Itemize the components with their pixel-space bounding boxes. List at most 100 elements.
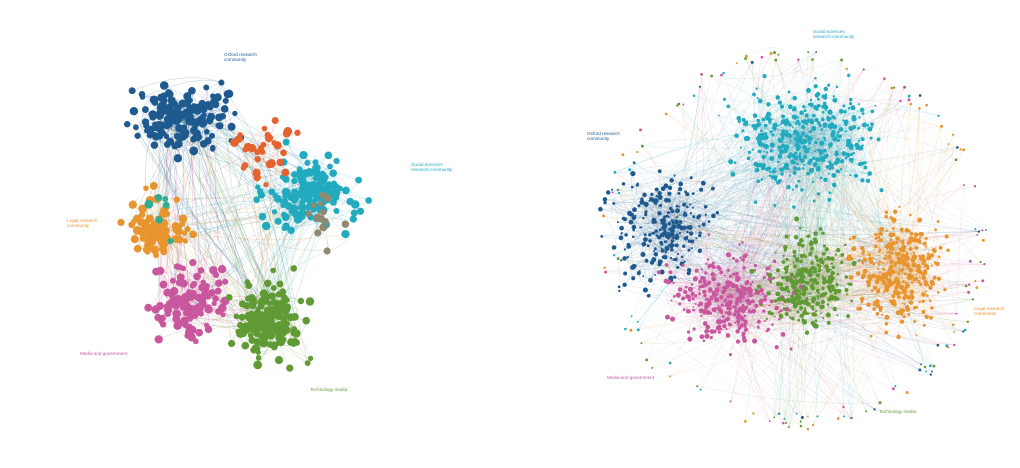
network-edge — [676, 237, 922, 365]
network-node — [829, 123, 835, 129]
network-edge — [801, 112, 912, 296]
network-node — [299, 199, 306, 206]
network-edge — [774, 301, 803, 418]
network-node — [663, 183, 669, 189]
network-edge — [816, 128, 831, 179]
network-edge — [638, 179, 762, 330]
network-node — [775, 95, 781, 100]
network-edge — [705, 269, 734, 285]
network-edge — [733, 126, 826, 275]
label-oxford-community: Oxford research community — [224, 52, 257, 63]
network-edge — [832, 258, 847, 290]
network-node — [711, 261, 715, 265]
network-edge — [824, 105, 876, 125]
network-node — [356, 207, 365, 215]
network-edge — [682, 105, 819, 257]
network-node — [786, 167, 790, 171]
network-node — [824, 93, 828, 97]
network-edge — [780, 140, 870, 174]
network-edge — [670, 235, 689, 274]
network-edge — [745, 58, 817, 258]
network-edge — [627, 257, 661, 263]
network-node — [674, 257, 678, 262]
network-node — [704, 302, 710, 308]
network-edge — [651, 171, 660, 263]
network-edge — [695, 181, 759, 279]
network-edge — [790, 270, 829, 318]
network-node — [822, 148, 827, 153]
network-node — [178, 299, 186, 307]
network-node — [687, 248, 691, 252]
network-node — [160, 247, 168, 254]
network-edge — [816, 299, 974, 327]
network-edge — [801, 238, 866, 260]
network-node — [791, 188, 795, 191]
network-node — [672, 244, 675, 247]
network-edge — [872, 246, 892, 256]
network-node — [646, 244, 650, 248]
network-node — [133, 124, 139, 131]
network-node — [752, 92, 756, 97]
network-node — [847, 106, 851, 110]
network-node — [178, 222, 184, 228]
network-node — [670, 239, 674, 243]
network-node — [734, 271, 739, 276]
network-node — [279, 288, 287, 296]
network-edge — [762, 134, 888, 318]
network-node — [175, 235, 184, 244]
network-edge — [634, 162, 686, 213]
network-node — [255, 184, 261, 190]
network-node — [667, 191, 672, 196]
network-edge — [641, 202, 794, 288]
network-edge — [786, 121, 816, 152]
network-node — [650, 192, 654, 197]
network-node — [779, 104, 785, 109]
network-node — [814, 150, 817, 153]
network-node — [692, 215, 696, 219]
network-node — [799, 157, 802, 161]
network-edge — [135, 127, 277, 309]
network-node — [703, 293, 707, 298]
network-edge — [676, 123, 747, 223]
network-edge — [193, 130, 272, 310]
network-node — [844, 156, 848, 160]
network-edge — [699, 138, 835, 233]
network-edge — [709, 275, 770, 300]
network-node — [167, 121, 174, 128]
network-edge — [732, 169, 870, 175]
network-node — [187, 97, 193, 104]
network-edge — [643, 244, 970, 285]
network-edge — [643, 218, 674, 260]
network-node — [863, 161, 867, 165]
network-edge — [608, 192, 701, 234]
network-edge — [632, 149, 961, 188]
network-node — [848, 142, 852, 146]
network-node — [850, 105, 856, 111]
network-edge — [728, 106, 803, 161]
network-edge — [799, 243, 874, 265]
network-edge — [818, 86, 838, 124]
network-edge — [703, 183, 912, 234]
network-edge — [773, 230, 983, 279]
network-node — [861, 137, 865, 142]
network-node — [668, 227, 672, 232]
network-edge — [711, 87, 905, 338]
network-edge — [613, 197, 691, 205]
network-edge — [154, 115, 297, 215]
network-edge — [825, 126, 949, 251]
network-node — [180, 265, 187, 272]
network-node — [282, 129, 291, 138]
network-node — [752, 113, 758, 119]
network-edge — [679, 233, 719, 322]
network-edge — [711, 59, 842, 79]
network-node — [719, 295, 724, 300]
network-node — [718, 267, 722, 271]
network-node — [796, 138, 802, 143]
network-edge — [637, 116, 795, 322]
network-node — [661, 255, 666, 259]
network-edge — [165, 108, 263, 336]
network-edge — [278, 180, 359, 305]
network-node — [838, 108, 844, 114]
network-edge — [789, 156, 915, 257]
network-edge — [665, 244, 935, 253]
